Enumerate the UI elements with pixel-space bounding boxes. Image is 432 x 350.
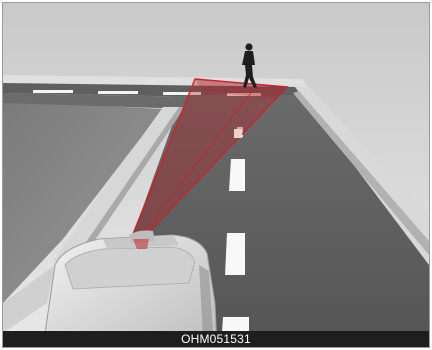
- road-object: [234, 129, 242, 138]
- road-scene-illustration: [3, 3, 429, 347]
- figure-caption-bar: OHM051531: [3, 331, 429, 347]
- illustration-frame: OHM051531: [2, 2, 430, 348]
- figure-code: OHM051531: [181, 331, 251, 347]
